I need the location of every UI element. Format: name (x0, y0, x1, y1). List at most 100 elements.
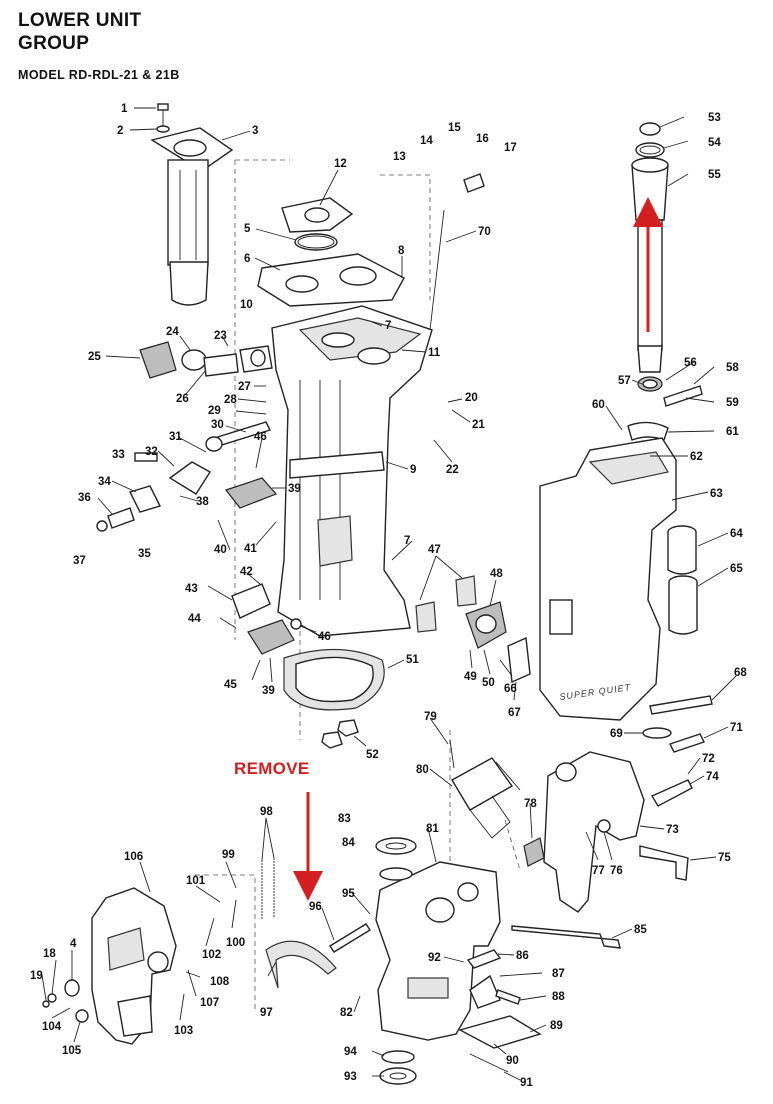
callout-96: 96 (309, 901, 322, 913)
callout-103: 103 (174, 1025, 193, 1037)
callout-12: 12 (334, 158, 347, 170)
callout-80: 80 (416, 764, 429, 776)
callout-70: 70 (478, 226, 491, 238)
callout-11: 11 (428, 347, 441, 359)
callout-2: 2 (117, 125, 123, 137)
callout-60: 60 (592, 399, 605, 411)
callout-77: 77 (592, 865, 605, 877)
callout-81: 81 (426, 823, 439, 835)
callout-45: 45 (224, 679, 237, 691)
part-levers-74-75 (639, 779, 693, 881)
callout-107: 107 (200, 997, 219, 1009)
part-screw-washer-1-2 (156, 103, 170, 133)
remove-annotation-label: REMOVE (234, 759, 310, 778)
callout-9: 9 (410, 464, 416, 476)
callout-22: 22 (446, 464, 459, 476)
callout-73: 73 (666, 824, 679, 836)
callout-43: 43 (185, 583, 198, 595)
callout-19: 19 (30, 970, 43, 982)
callout-1: 1 (121, 103, 128, 115)
callout-54: 54 (708, 137, 721, 149)
callout-46-lower: 46 (318, 631, 331, 643)
callout-41: 41 (244, 543, 257, 555)
part-pump-base-39 (247, 618, 302, 655)
part-mounts-47-48 (415, 575, 507, 649)
callout-16: 16 (476, 133, 489, 145)
callout-66: 66 (504, 683, 517, 695)
page-title-line1: LOWER UNIT (18, 10, 142, 31)
callout-21: 21 (472, 419, 485, 431)
callout-71: 71 (730, 722, 743, 734)
callout-88: 88 (552, 991, 565, 1003)
part-tilt-rod-85 (511, 925, 621, 949)
part-rubber-seal-51 (283, 648, 385, 711)
callout-7-upper: 7 (385, 320, 391, 332)
part-small-hardware-left (42, 979, 89, 1023)
callout-51: 51 (406, 654, 419, 666)
callout-44: 44 (188, 613, 201, 625)
part-bushing-78 (523, 837, 545, 867)
callout-31: 31 (169, 431, 182, 443)
part-washers-83-84-93-94 (375, 837, 417, 1085)
callout-69: 69 (610, 728, 623, 740)
callout-97: 97 (260, 1007, 273, 1019)
part-bushings-64-65 (667, 525, 698, 635)
callout-33: 33 (112, 449, 125, 461)
callout-17: 17 (504, 142, 517, 154)
callout-52: 52 (366, 749, 379, 761)
callout-83: 83 (338, 813, 351, 825)
callout-24: 24 (166, 326, 179, 338)
callout-39-upper: 39 (288, 483, 301, 495)
callout-49: 49 (464, 671, 477, 683)
part-lock-assembly-86-91 (458, 949, 542, 1073)
page-title-line2: GROUP (18, 33, 90, 54)
callout-35: 35 (138, 548, 151, 560)
callout-6: 6 (244, 253, 250, 265)
callout-55: 55 (708, 169, 721, 181)
part-link-79-80 (449, 739, 521, 839)
callout-85: 85 (634, 924, 647, 936)
callout-72: 72 (702, 753, 715, 765)
callout-91: 91 (520, 1077, 533, 1089)
callout-63: 63 (710, 488, 723, 500)
part-swivel-bracket-73 (543, 751, 645, 913)
callout-94: 94 (344, 1046, 357, 1058)
callout-106: 106 (124, 851, 143, 863)
callout-65: 65 (730, 563, 743, 575)
callout-108: 108 (210, 976, 230, 988)
part-shift-rod-70 (429, 173, 485, 331)
callout-39-lower: 39 (262, 685, 275, 697)
callout-23: 23 (214, 330, 227, 342)
part-cover-plate-42 (231, 583, 271, 619)
callout-62: 62 (690, 451, 703, 463)
callout-5: 5 (244, 223, 251, 235)
callout-20: 20 (465, 392, 478, 404)
part-nuts-52 (321, 719, 359, 749)
callout-8: 8 (398, 245, 405, 257)
callout-57: 57 (618, 375, 631, 387)
callout-42: 42 (240, 566, 253, 578)
callout-28: 28 (224, 394, 237, 406)
part-seals-56-57-59 (637, 376, 703, 407)
callout-98: 98 (260, 806, 273, 818)
part-driveshaft-tube-55 (631, 122, 669, 373)
callout-30: 30 (211, 419, 224, 431)
callout-10: 10 (240, 299, 253, 311)
part-bolts-68-71 (642, 695, 713, 753)
callout-67: 67 (508, 707, 521, 719)
callout-58: 58 (726, 362, 739, 374)
callout-79: 79 (424, 711, 437, 723)
page-subtitle: MODEL RD-RDL-21 & 21B (18, 68, 180, 82)
callout-78: 78 (524, 798, 537, 810)
callout-37: 37 (73, 555, 86, 567)
part-water-pump-cluster (139, 341, 273, 379)
part-plate-67 (507, 636, 531, 684)
part-shift-cluster (96, 421, 278, 532)
callout-7-lower: 7 (404, 535, 410, 547)
callout-92: 92 (428, 952, 441, 964)
callout-32: 32 (145, 446, 158, 458)
callout-29: 29 (208, 405, 221, 417)
callout-18: 18 (43, 948, 56, 960)
callout-leader-lines (41, 107, 737, 1081)
